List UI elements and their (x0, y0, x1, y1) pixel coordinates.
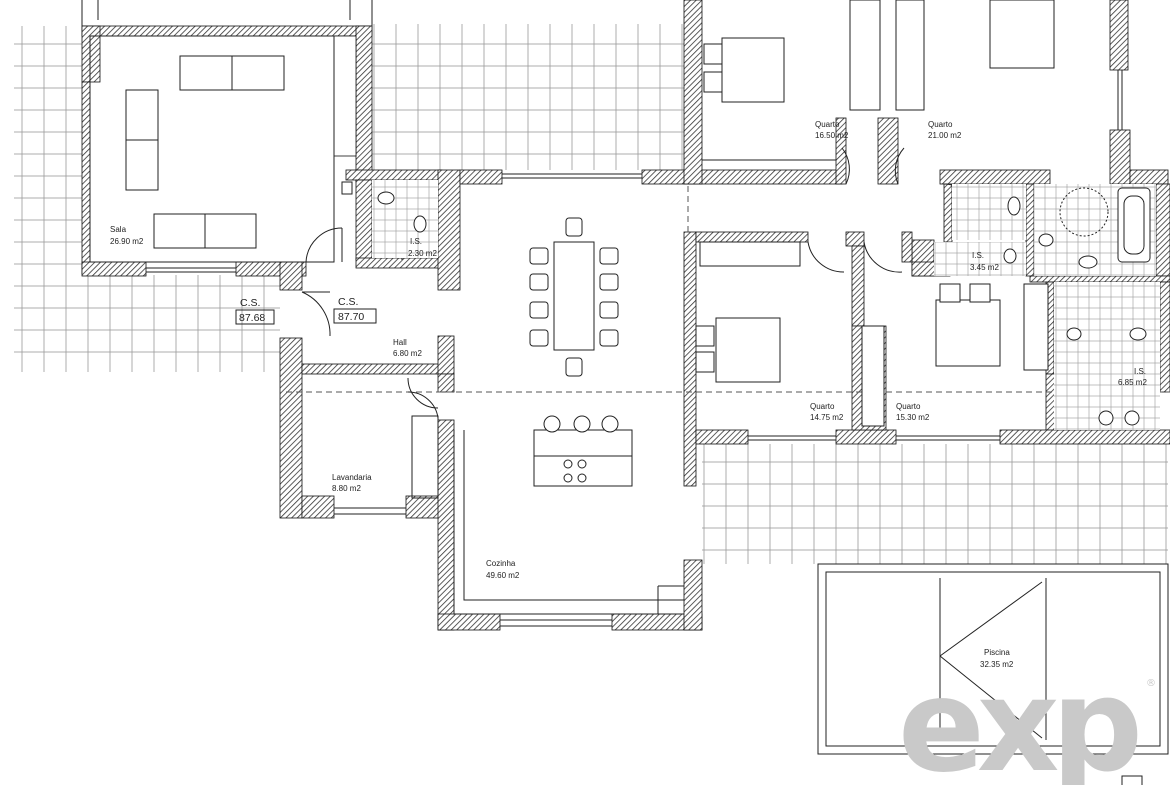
room-area-hall: 6.80 m2 (393, 349, 422, 358)
room-name-hall: Hall (393, 338, 407, 347)
exp-logo-watermark: exp ® (898, 652, 1156, 785)
room-area-quarto-1: 16.50 m2 (815, 131, 849, 140)
room-area-quarto-3: 14.75 m2 (810, 413, 844, 422)
level-markers: C.S. 87.68 C.S. 87.70 (239, 296, 364, 324)
room-area-is-right: 6.85 m2 (1118, 378, 1147, 387)
room-labels: Sala 26.90 m2 I.S. 2.30 m2 Hall 6.80 m2 … (110, 120, 1147, 669)
room-area-is-mid: 3.45 m2 (970, 263, 999, 272)
bathroom-tiles (372, 180, 1160, 430)
room-name-is-small: I.S. (410, 237, 422, 246)
room-name-cozinha: Cozinha (486, 559, 516, 568)
watermark-logo-text: exp (898, 652, 1137, 785)
room-area-quarto-2: 21.00 m2 (928, 131, 962, 140)
room-name-piscina: Piscina (984, 648, 1010, 657)
room-name-quarto-1: Quarto (815, 120, 840, 129)
room-name-quarto-2: Quarto (928, 120, 953, 129)
room-name-is-mid: I.S. (972, 251, 984, 260)
watermark-registered-mark: ® (1146, 678, 1156, 689)
level-label-2: C.S. (338, 296, 358, 308)
level-value-1: 87.68 (239, 312, 265, 324)
room-name-quarto-3: Quarto (810, 402, 835, 411)
walls (81, 0, 1170, 631)
room-area-quarto-4: 15.30 m2 (896, 413, 930, 422)
room-area-lavandaria: 8.80 m2 (332, 484, 361, 493)
room-area-is-small: 2.30 m2 (408, 249, 437, 258)
room-area-cozinha: 49.60 m2 (486, 571, 520, 580)
room-name-sala: Sala (110, 225, 127, 234)
room-area-sala: 26.90 m2 (110, 237, 144, 246)
room-name-quarto-4: Quarto (896, 402, 921, 411)
furniture (125, 0, 1055, 487)
level-value-2: 87.70 (338, 311, 364, 323)
room-name-is-right: I.S. (1134, 367, 1146, 376)
room-area-piscina: 32.35 m2 (980, 660, 1014, 669)
sanitary-fixtures (377, 187, 1151, 426)
outlines (81, 0, 1170, 785)
room-name-lavandaria: Lavandaria (332, 473, 372, 482)
level-label-1: C.S. (240, 297, 260, 309)
